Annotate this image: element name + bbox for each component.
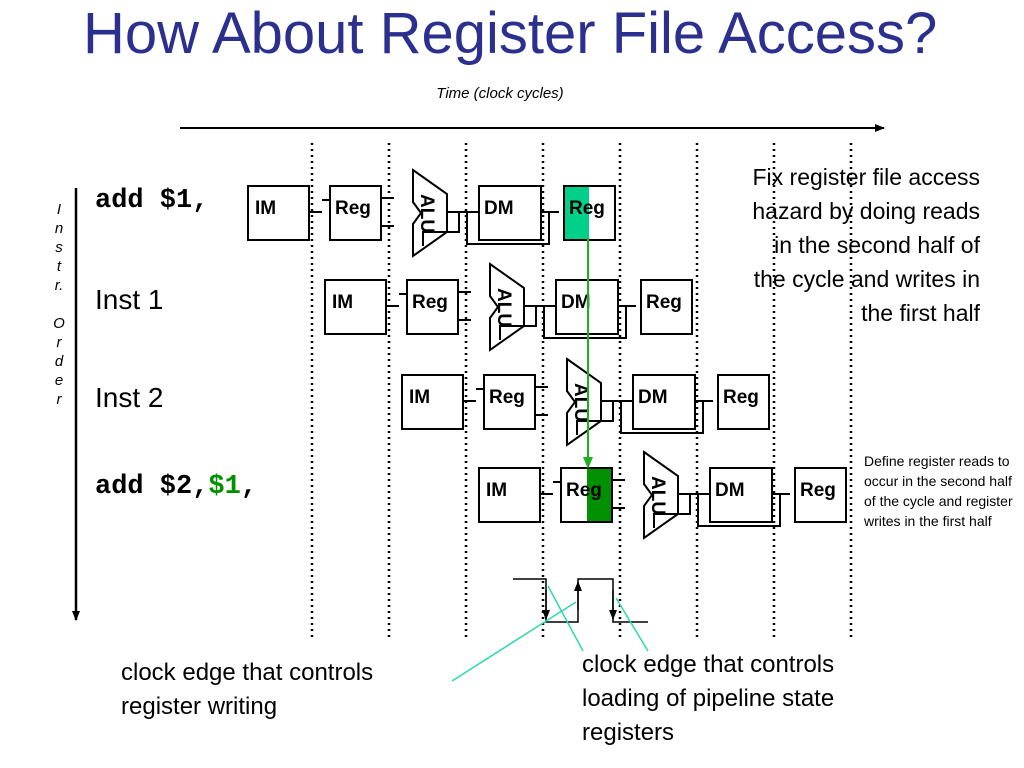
alu-stage	[566, 357, 602, 447]
alu-loop	[653, 494, 691, 528]
dm-label: DM	[561, 292, 591, 313]
dm-stage	[632, 374, 696, 430]
im-label: IM	[332, 292, 353, 313]
reg-write-label: Reg	[646, 292, 682, 313]
dm-loop	[466, 212, 550, 245]
reg-write-label: Reg	[723, 387, 759, 408]
instruction-add-2-suffix: ,	[240, 472, 258, 502]
reg-read-label: Reg	[412, 292, 448, 313]
alu-loop	[576, 401, 614, 435]
reg-write-stage	[640, 279, 693, 335]
im-stage	[478, 467, 541, 523]
im-stage	[324, 279, 387, 335]
im-label: IM	[409, 387, 430, 408]
alu-stage	[489, 262, 525, 352]
cycle-boundaries	[310, 143, 853, 640]
reg-write-label: Reg	[569, 198, 605, 219]
reg-read-label: Reg	[489, 387, 525, 408]
alu-loop	[422, 212, 460, 246]
page-title: How About Register File Access?	[83, 1, 938, 66]
row-inst-1: IM Reg ALU DM Reg	[324, 262, 693, 352]
clock-waveform	[513, 578, 648, 623]
order-letter: n	[54, 220, 64, 237]
caption-pointers	[451, 585, 649, 682]
instruction-inst-1: Inst 1	[95, 284, 164, 315]
alu-stage	[643, 450, 679, 540]
order-letter: r	[56, 391, 62, 408]
reg-write-stage	[717, 374, 770, 430]
instruction-add-2-register: $1	[208, 472, 241, 502]
time-axis-label: Time (clock cycles)	[436, 85, 564, 102]
im-reg-notch	[553, 481, 562, 490]
im-reg-notch	[399, 293, 408, 302]
reg-read-stage	[329, 185, 382, 241]
reg-read-label: Reg	[335, 198, 371, 219]
reg-read-stage	[483, 374, 536, 430]
reg-write-stage	[794, 467, 847, 523]
im-label: IM	[255, 198, 276, 219]
alu-label: ALU	[493, 288, 514, 327]
note-register-timing: Define register reads to occur in the se…	[864, 453, 1013, 529]
order-letter: I	[56, 201, 62, 218]
order-letter: e	[54, 372, 64, 389]
dm-loop	[697, 494, 781, 527]
dm-loop	[543, 306, 627, 339]
dm-label: DM	[484, 198, 514, 219]
dm-loop	[620, 401, 704, 434]
order-letter: r	[56, 334, 62, 351]
dm-label: DM	[638, 387, 668, 408]
im-reg-notch	[322, 199, 331, 208]
order-letter: r.	[54, 277, 64, 294]
reg-read-highlight	[587, 469, 611, 521]
row-inst-2: IM Reg ALU DM Reg	[401, 357, 770, 447]
order-letter: t	[56, 258, 62, 275]
alu-loop	[499, 306, 537, 340]
caption-load-edge: clock edge that controls loading of pipe…	[582, 651, 835, 746]
im-stage	[247, 185, 310, 241]
note-register-hazard: Fix register file access hazard by doing…	[752, 164, 980, 326]
alu-label: ALU	[416, 194, 437, 233]
row-add-2: IM Reg ALU DM Reg	[478, 450, 847, 540]
row-add-1: IM Reg ALU DM Reg	[247, 168, 616, 258]
alu-label: ALU	[570, 383, 591, 422]
dm-label: DM	[715, 480, 745, 501]
dm-stage	[478, 185, 542, 241]
order-letter: O	[53, 315, 65, 332]
order-letter: d	[54, 353, 64, 370]
im-reg-notch	[476, 388, 485, 397]
alu-stage	[412, 168, 448, 258]
caption-write-edge: clock edge that controls register writin…	[121, 659, 374, 720]
reg-read-label: Reg	[566, 480, 602, 501]
reg-write-label: Reg	[800, 480, 836, 501]
instruction-add-2-prefix: add $2,	[95, 472, 209, 502]
reg-read-stage	[406, 279, 459, 335]
dm-stage	[709, 467, 773, 523]
im-label: IM	[486, 480, 507, 501]
instruction-add-2: add $2,$1,	[95, 472, 257, 502]
alu-label: ALU	[647, 476, 668, 515]
instruction-add-1: add $1,	[95, 186, 209, 216]
instruction-inst-2: Inst 2	[95, 382, 164, 413]
order-letter: s	[55, 239, 63, 256]
reg-write-highlight	[565, 187, 589, 239]
